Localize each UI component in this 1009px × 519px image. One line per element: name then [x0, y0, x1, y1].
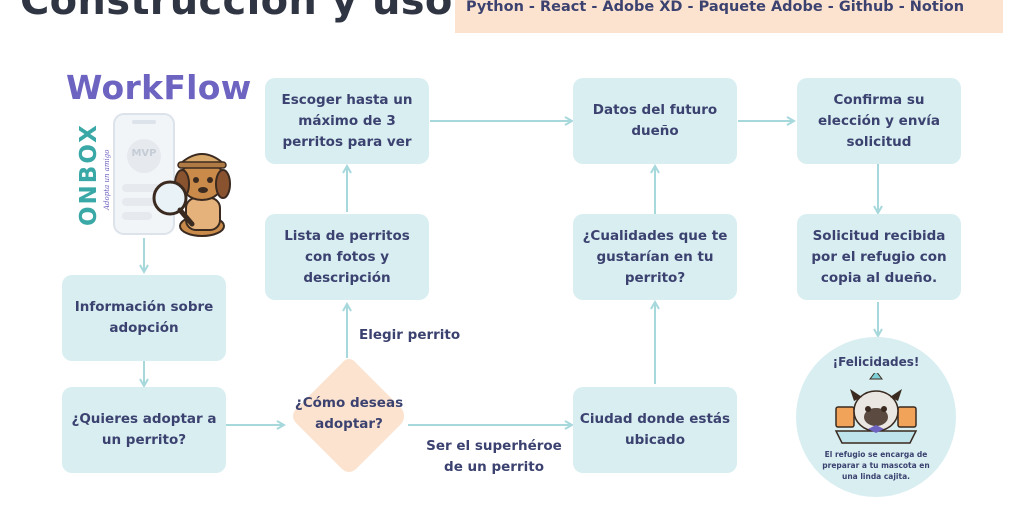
page-title: Construcción y uso: [20, 0, 453, 24]
detective-dog-icon: [152, 153, 231, 237]
decision-label: ¿Cómo deseas adoptar?: [294, 395, 404, 432]
tech-stack-bar: Python - React - Adobe XD - Paquete Adob…: [455, 0, 1003, 33]
node-solicitud-recibida: Solicitud recibida por el refugio con co…: [797, 214, 961, 300]
node-ciudad: Ciudad donde estás ubicado: [573, 387, 737, 473]
node-info-adopcion: Información sobre adopción: [62, 275, 226, 361]
node-cualidades: ¿Cualidades que te gustarían en tu perri…: [573, 214, 737, 300]
node-lista-perritos: Lista de perritos con fotos y descripció…: [265, 214, 429, 300]
tech-stack-text: Python - React - Adobe XD - Paquete Adob…: [466, 0, 965, 15]
node-quiere-adoptar: ¿Quieres adoptar a un perrito?: [62, 387, 226, 473]
workflow-title: WorkFlow: [66, 68, 252, 107]
final-title: ¡Felicidades!: [832, 355, 920, 369]
node-confirma-eleccion: Confirma su elección y envía solicitud: [797, 78, 961, 164]
edge-label-superheroe: Ser el superhéroe de un perrito: [426, 438, 562, 475]
phone-badge: MVP: [131, 148, 157, 159]
edge-label-elegir: Elegir perrito: [359, 327, 461, 343]
final-celebration: ¡Felicidades! El refugio se encarga de p…: [796, 337, 956, 497]
decision-como-adoptar: ¿Cómo deseas adoptar?: [290, 357, 408, 475]
final-body: El refugio se encarga de preparar a tu m…: [822, 450, 930, 481]
celebration-dog-icon: [834, 373, 918, 444]
node-escoger-perritos: Escoger hasta un máximo de 3 perritos pa…: [265, 78, 429, 164]
decision-diamond-shape: [293, 359, 404, 472]
node-datos-dueno: Datos del futuro dueño: [573, 78, 737, 164]
